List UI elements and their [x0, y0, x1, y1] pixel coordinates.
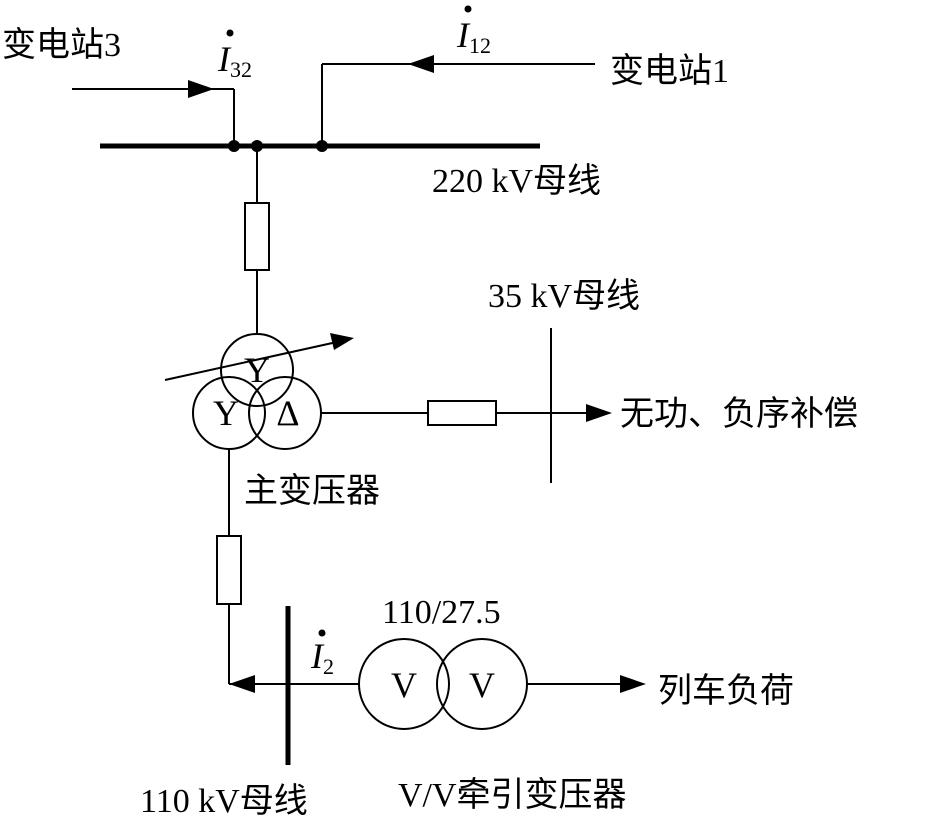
tap-changer-arrowhead	[330, 333, 354, 350]
impedance-110kv	[216, 535, 242, 605]
vv-winding-left	[358, 638, 450, 730]
winding-primary	[220, 333, 294, 407]
arrow-i12	[408, 55, 434, 73]
current-dot-i2	[318, 629, 326, 637]
impedance-220kv	[244, 202, 270, 271]
arrow-i32	[188, 80, 214, 98]
current-i12: I12	[456, 15, 491, 58]
label-bus-35kv: 35 kV母线	[488, 277, 640, 315]
vv-symbol-right: V	[469, 665, 495, 705]
current-i32: I32	[217, 39, 252, 82]
current-dot-i32	[226, 29, 234, 37]
winding-symbol-primary-star: Y	[244, 350, 270, 390]
label-compensation: 无功、负序补偿	[620, 395, 858, 433]
label-vv-transformer: V/V牵引变压器	[398, 776, 627, 814]
label-train-load: 列车负荷	[658, 672, 794, 710]
arrow-i2	[229, 675, 255, 693]
current-dot-i12	[464, 5, 472, 13]
impedance-35kv	[427, 400, 497, 426]
label-bus-220kv: 220 kV母线	[432, 162, 601, 200]
label-main-transformer: 主变压器	[244, 472, 380, 510]
winding-symbol-tertiary-delta: Δ	[276, 393, 299, 433]
vv-symbol-left: V	[391, 665, 417, 705]
current-i2: I2	[310, 636, 334, 679]
tap-changer-arrow	[164, 339, 347, 381]
winding-symbol-secondary-star: Y	[213, 393, 239, 433]
arrow-train-load	[620, 675, 646, 693]
label-vv-ratio: 110/27.5	[382, 594, 501, 631]
arrow-compensation	[586, 404, 612, 422]
label-bus-110kv: 110 kV母线	[140, 782, 308, 820]
label-substation3: 变电站3	[2, 26, 121, 64]
label-substation1: 变电站1	[610, 52, 729, 90]
